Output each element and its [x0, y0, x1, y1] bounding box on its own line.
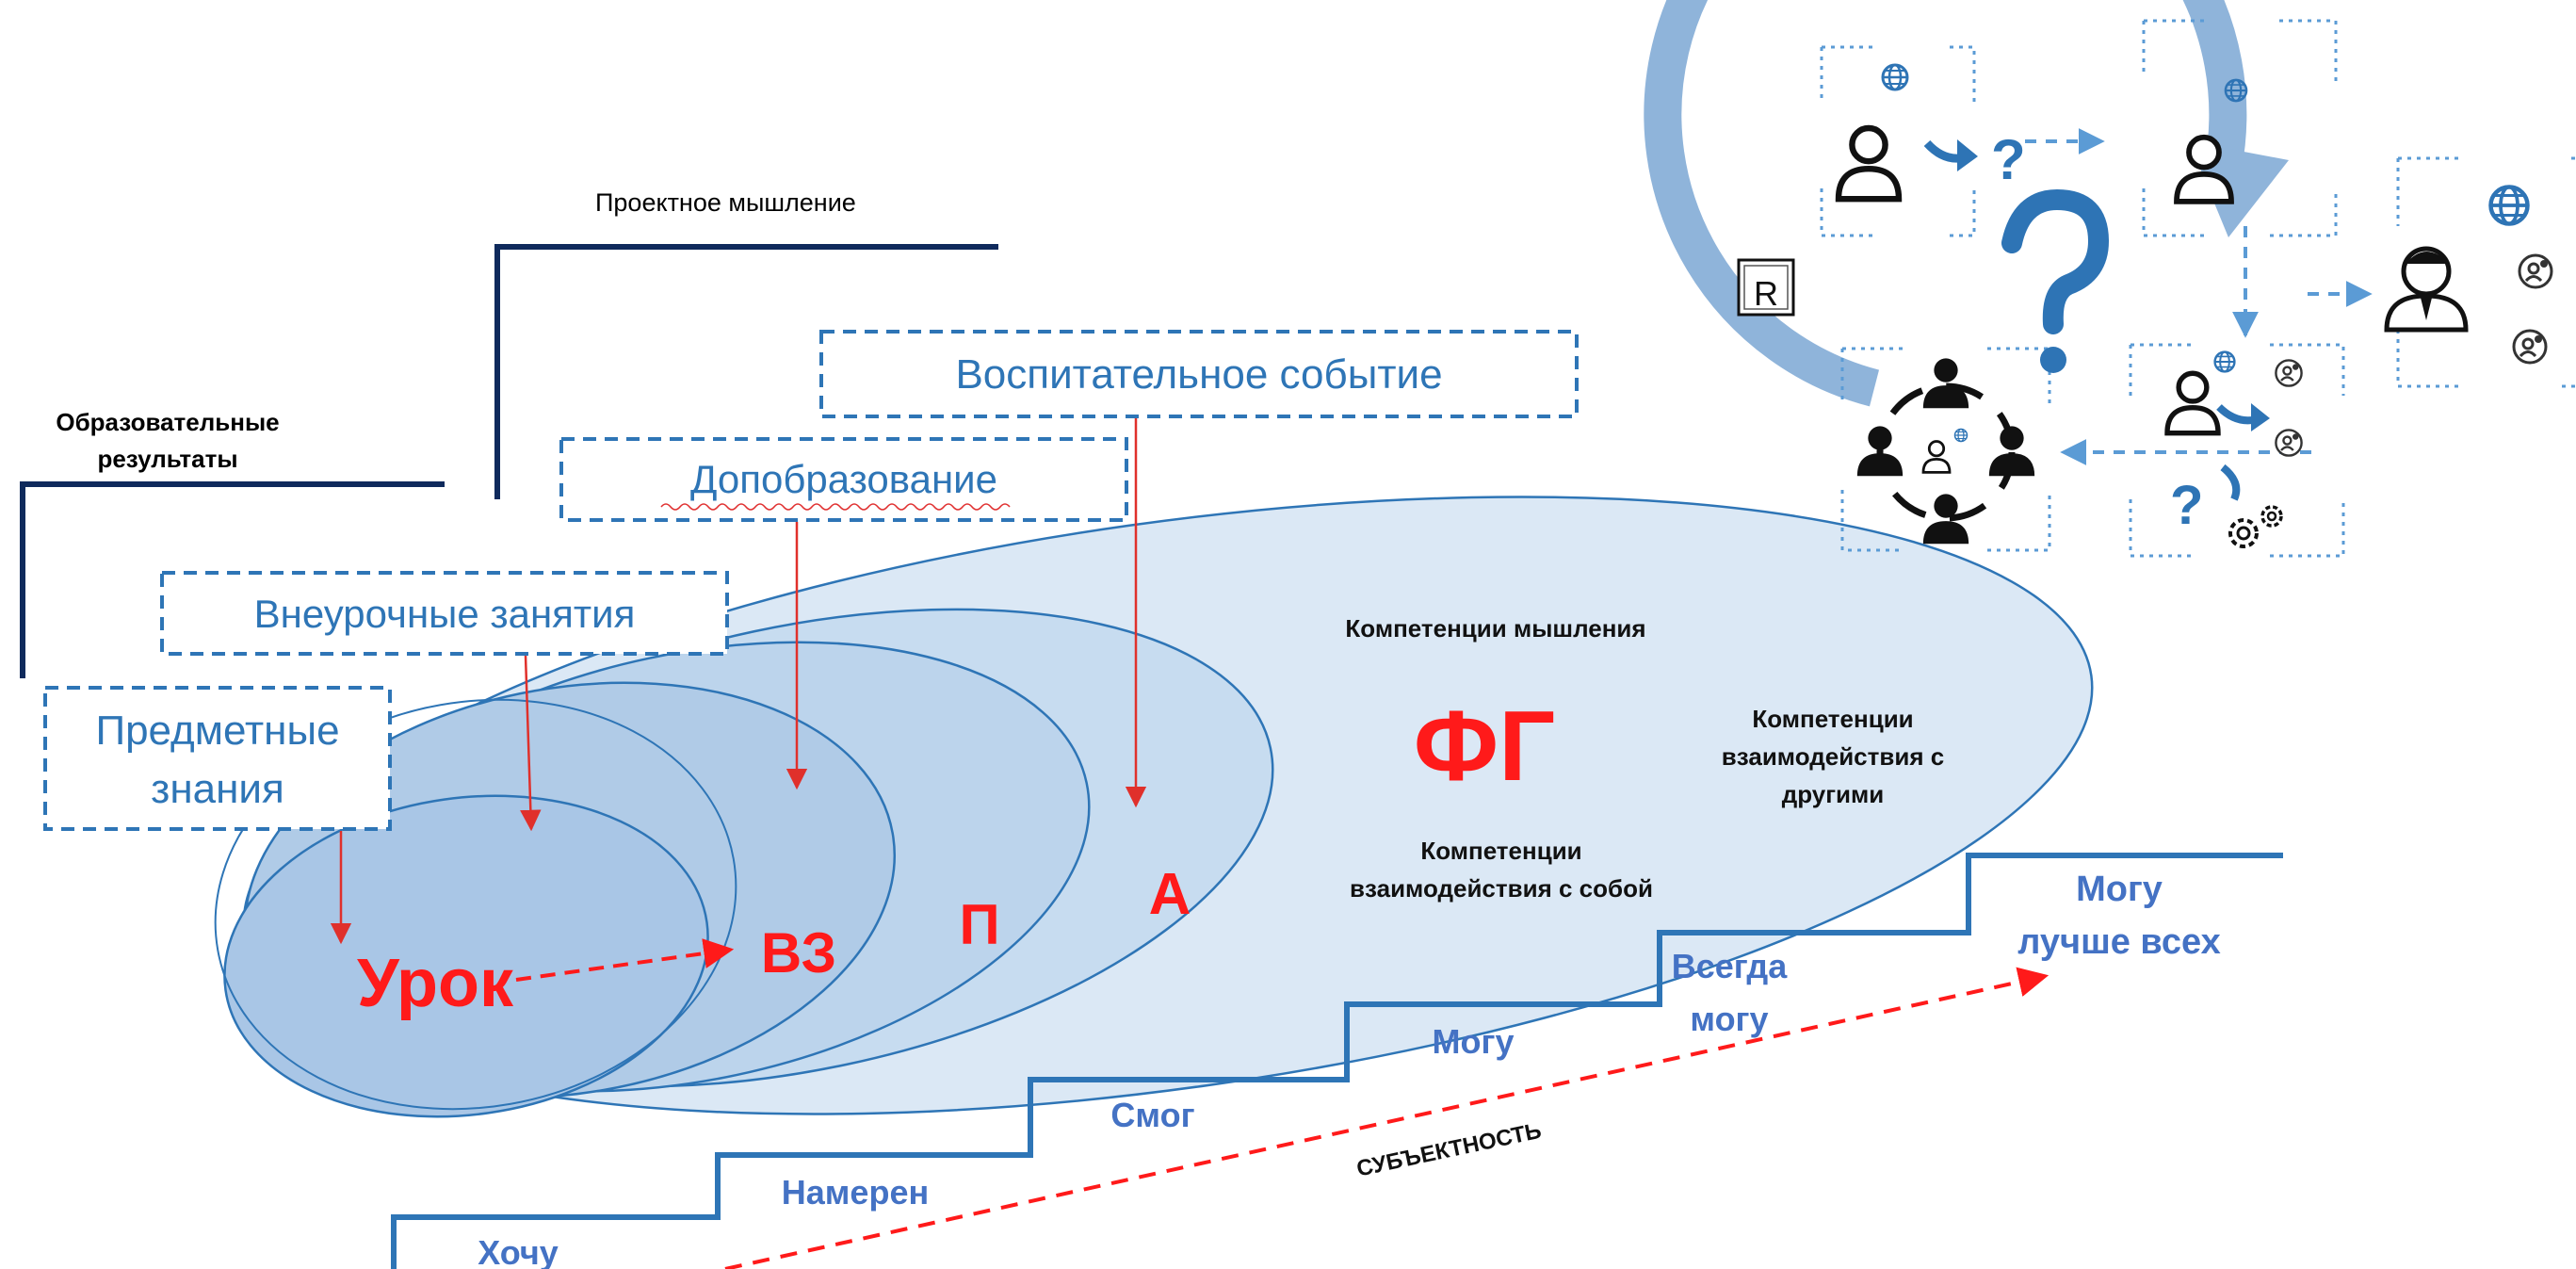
box-arrows [330, 418, 1147, 945]
edu-results-bracket [20, 481, 445, 678]
subject-knowledge-line1: Предметные [95, 708, 339, 754]
competency-self-line1: Компетенции [1420, 837, 1581, 865]
step-can: Могу [1433, 1022, 1515, 1061]
step-always-line2: могу [1690, 1000, 1768, 1038]
additional-education-box: Допобразование [559, 437, 1128, 522]
step-best-line1: Могу [2076, 870, 2163, 909]
person-icon [1839, 128, 1899, 199]
competency-others-line2: взаимодействия с [1722, 742, 1944, 771]
team-circle-icon [1856, 358, 2035, 545]
user-badge-icon [2275, 359, 2303, 387]
ellipse-lesson [223, 794, 709, 1118]
globe-icon [2491, 187, 2528, 224]
staircase [391, 853, 2283, 1269]
project-thinking-bracket [494, 244, 998, 499]
step-intend: Намерен [782, 1173, 929, 1212]
collaboration-illustration: R ? [1644, 0, 2576, 558]
presenter-icon [2384, 246, 2469, 333]
subjectness-label: СУБЪЕКТНОСТЬ [1354, 1118, 1544, 1182]
competency-self-line2: взаимодействия с собой [1350, 874, 1653, 903]
cycle-arrow [1644, 0, 2247, 407]
subject-knowledge-line2: знания [151, 766, 284, 812]
step-want: Хочу [478, 1233, 559, 1269]
step-always-line1: Всегда [1672, 947, 1789, 985]
educational-event-box: Воспитательное событие [819, 330, 1579, 418]
subject-knowledge-box: Предметные знания [43, 686, 392, 831]
vz-label: ВЗ [761, 921, 836, 984]
extracurricular-label: Внеурочные занятия [254, 592, 636, 636]
competency-thinking: Компетенции мышления [1345, 614, 1645, 643]
p-label: П [959, 893, 999, 956]
globe-icon [1881, 63, 1909, 91]
question-icon: ? [2170, 475, 2203, 536]
globe-icon [2213, 350, 2236, 373]
question-icon: ? [1991, 128, 2026, 191]
a-label: А [1149, 862, 1191, 927]
project-thinking-label: Проектное мышление [595, 188, 856, 217]
user-badge-icon [2275, 429, 2303, 457]
user-badge-icon [2518, 253, 2553, 289]
competency-others-line1: Компетенции [1752, 705, 1913, 733]
edu-results-label-line1: Образовательные [56, 408, 279, 436]
person-icon [2167, 373, 2218, 432]
competency-others-line3: другими [1782, 780, 1885, 808]
lesson-to-vz-arrow [515, 938, 735, 982]
edu-results-label-line2: результаты [97, 445, 237, 473]
fg-label: ФГ [1414, 691, 1556, 802]
step-managed: Смог [1110, 1096, 1194, 1134]
extracurricular-box: Внеурочные занятия [160, 571, 729, 656]
gear-icon [2260, 505, 2283, 528]
curved-arrow-icon [2220, 464, 2241, 501]
gear-icon [2228, 518, 2259, 548]
r-label: R [1754, 274, 1778, 313]
additional-education-label: Допобразование [690, 457, 997, 501]
educational-event-label: Воспитательное событие [955, 351, 1442, 398]
user-badge-icon [2512, 329, 2548, 365]
step-best-line2: лучше всех [2017, 922, 2221, 962]
r-box [1737, 258, 1795, 317]
big-question-mark [2001, 188, 2110, 334]
lesson-label: Урок [357, 946, 514, 1021]
